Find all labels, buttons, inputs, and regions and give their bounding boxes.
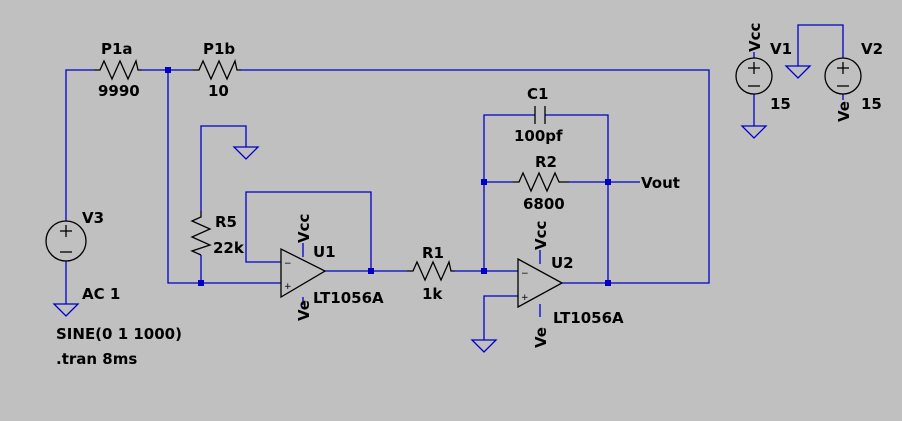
u2-part: LT1056A (553, 309, 624, 327)
v3-source-spec: SINE(0 1 1000) (56, 325, 182, 343)
v3-value: AC 1 (82, 285, 120, 303)
u1-part: LT1056A (313, 289, 384, 307)
opamp-u2[interactable]: − + (517, 257, 564, 309)
source-circle (824, 57, 862, 95)
wire-u1-feedback (245, 191, 372, 271)
wire-u2-plus-to-ground (483, 295, 518, 340)
junction-dot (481, 179, 487, 185)
wire-u2-minus-to-r2 (483, 181, 513, 271)
r1-value: 1k (422, 285, 443, 303)
ground-icon (740, 125, 768, 139)
p1a-name: P1a (101, 40, 133, 58)
source-circle (735, 57, 773, 95)
r2-value: 6800 (523, 195, 565, 213)
tran-directive: .tran 8ms (56, 350, 137, 368)
wire-c1-right (545, 114, 609, 283)
r5-name: R5 (215, 213, 237, 231)
resistor-r1[interactable] (407, 259, 455, 282)
wire-c1-left (483, 114, 535, 182)
voltage-source-v2[interactable] (824, 57, 862, 95)
v1-value: 15 (770, 95, 791, 113)
v3-name: V3 (82, 209, 104, 227)
p1b-name: P1b (203, 40, 235, 58)
v1-net-label: Vcc (746, 23, 764, 52)
junction-dot (198, 280, 204, 286)
wire-v2-top-to-ground (797, 24, 844, 66)
ground-icon (52, 303, 80, 317)
u1-plus-sign: + (284, 282, 292, 292)
u1-minus-sign: − (284, 259, 292, 269)
junction-dot (605, 280, 611, 286)
ground-icon (784, 65, 812, 79)
opamp-u2-body (517, 257, 564, 309)
resistor-p1b[interactable] (193, 58, 241, 81)
c1-name: C1 (527, 85, 548, 103)
u2-ve-label: Ve (532, 327, 550, 348)
junctions (165, 67, 611, 286)
r2-name: R2 (535, 153, 557, 171)
junction-dot (165, 67, 171, 73)
resistor-r5[interactable] (190, 211, 212, 256)
u2-vcc-label: Vcc (532, 221, 550, 250)
opamp-u1[interactable]: − + (280, 247, 327, 299)
voltage-source-v1[interactable] (735, 57, 773, 95)
ground-icon (470, 339, 498, 353)
u1-vcc-label: Vcc (295, 214, 313, 243)
junction-dot (481, 268, 487, 274)
wires (65, 24, 844, 340)
u1-ve-label: Ve (295, 300, 313, 321)
p1b-value: 10 (208, 82, 229, 100)
v2-name: V2 (861, 40, 883, 58)
capacitor-c1[interactable] (534, 106, 546, 124)
source-circle (45, 220, 87, 262)
u2-name: U2 (551, 254, 574, 272)
resistor-p1a[interactable] (94, 58, 142, 81)
v1-name: V1 (770, 40, 792, 58)
v2-value: 15 (861, 95, 882, 113)
ground-icon (232, 146, 260, 160)
u1-name: U1 (313, 243, 336, 261)
resistor-r2[interactable] (513, 171, 569, 193)
junction-dot (368, 268, 374, 274)
wire-r5-to-ground (200, 125, 247, 211)
wire-tap-to-u1-plus (167, 70, 281, 284)
r1-name: R1 (422, 244, 444, 262)
voltage-source-v3[interactable] (45, 220, 87, 262)
c1-value: 100pf (514, 127, 563, 145)
wire-v3-to-p1a (65, 69, 94, 221)
p1a-value: 9990 (98, 82, 140, 100)
r5-value: 22k (213, 239, 245, 257)
vout-net-label: Vout (641, 174, 680, 192)
u2-plus-sign: + (521, 293, 529, 303)
junction-dot (605, 179, 611, 185)
opamp-u1-body (280, 247, 327, 299)
u2-minus-sign: − (521, 269, 529, 279)
v2-net-label: Ve (835, 101, 853, 122)
wire-p1b-to-output (241, 69, 710, 284)
